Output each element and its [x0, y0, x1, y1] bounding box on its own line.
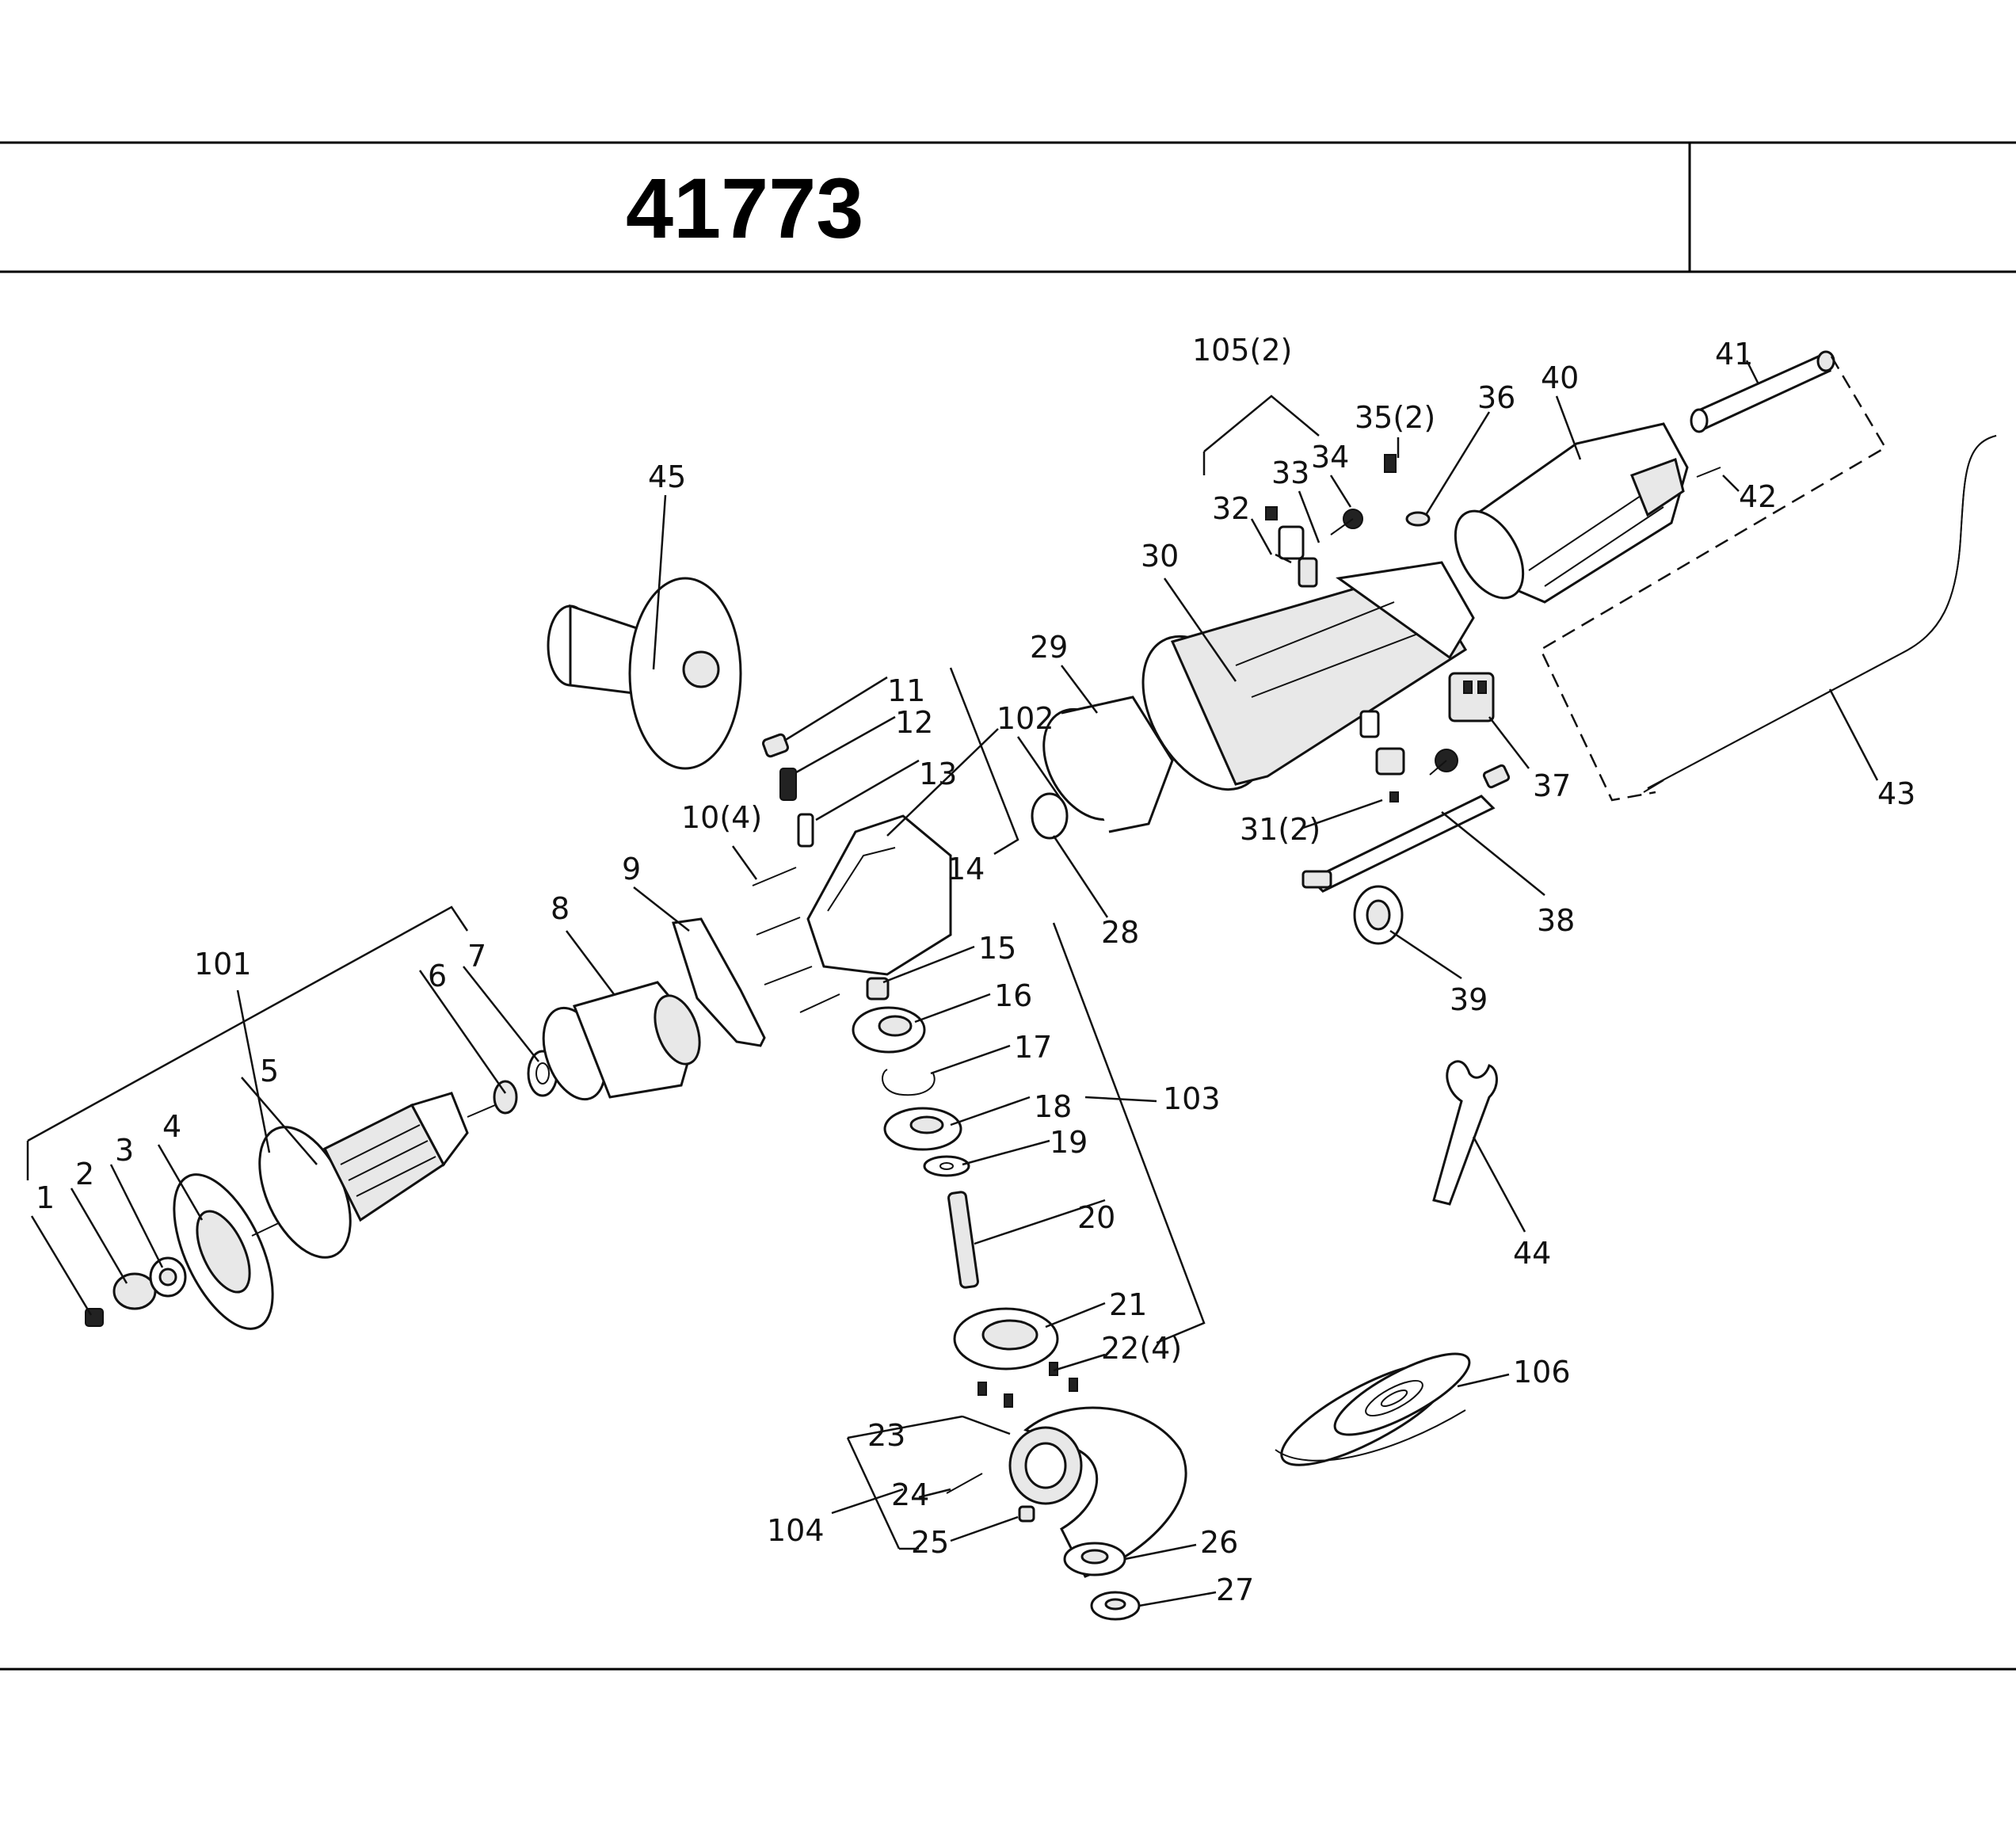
switch-parts	[1265, 454, 1511, 945]
title-block: 4 17 7 3	[0, 141, 2016, 1671]
callout-1: 1	[36, 1180, 55, 1215]
power-cord	[1643, 435, 1997, 793]
callout-21: 21	[1109, 1287, 1147, 1322]
wheel-guard-assembly	[946, 1406, 1187, 1621]
callout-16: 16	[994, 978, 1032, 1013]
callout-38: 38	[1537, 903, 1575, 938]
callout-102: 102	[997, 701, 1054, 736]
callout-22-4: 22(4)	[1101, 1331, 1182, 1366]
callout-13: 13	[919, 757, 957, 791]
callout-33: 33	[1271, 456, 1309, 490]
screw-42	[1696, 467, 1721, 478]
cord-guard	[1690, 350, 1835, 433]
callout-25: 25	[911, 1525, 949, 1560]
armature-end-parts	[85, 1173, 274, 1330]
callout-5: 5	[260, 1054, 279, 1088]
callout-4: 4	[162, 1109, 181, 1144]
stator	[542, 981, 701, 1101]
callout-43: 43	[1877, 776, 1915, 811]
assembly-guide-lines	[1539, 356, 1887, 802]
callout-11: 11	[887, 673, 925, 708]
fan-cover	[1042, 696, 1174, 833]
callout-106: 106	[1513, 1355, 1571, 1390]
callout-8: 8	[551, 891, 570, 926]
callout-42: 42	[1739, 479, 1777, 514]
motor-housing	[1141, 561, 1475, 791]
callout-10-4: 10(4)	[681, 800, 762, 835]
callout-19: 19	[1050, 1125, 1088, 1160]
callout-15: 15	[978, 931, 1016, 966]
callout-30: 30	[1141, 539, 1179, 574]
callout-17: 17	[1014, 1030, 1052, 1065]
parts-drawing	[85, 350, 1997, 1621]
callout-9: 9	[622, 852, 641, 886]
callout-101: 101	[194, 947, 252, 982]
callout-104: 104	[767, 1513, 825, 1548]
callout-45: 45	[648, 459, 686, 494]
callout-14: 14	[947, 852, 985, 886]
bearing-6	[493, 1080, 518, 1115]
side-handle	[547, 577, 742, 770]
callout-6: 6	[428, 959, 447, 993]
callout-12: 12	[895, 705, 933, 740]
callout-39: 39	[1450, 982, 1488, 1017]
spindle-assembly	[852, 977, 1078, 1408]
callout-20: 20	[1077, 1200, 1115, 1235]
callout-36: 36	[1477, 380, 1515, 415]
grinding-disc	[1275, 1352, 1471, 1466]
callout-105-2: 105(2)	[1192, 333, 1292, 368]
gasket	[672, 917, 766, 1047]
callout-31-2: 31(2)	[1240, 812, 1320, 847]
callout-18: 18	[1034, 1089, 1072, 1124]
callout-103: 103	[1163, 1081, 1221, 1116]
leader-lines	[26, 360, 1879, 1607]
spanner	[1432, 1060, 1498, 1206]
callout-23: 23	[867, 1418, 905, 1453]
screws-10	[752, 867, 840, 1013]
gear-housing	[761, 733, 952, 976]
callout-26: 26	[1200, 1525, 1238, 1560]
callout-27: 27	[1216, 1572, 1254, 1607]
callout-24: 24	[891, 1477, 929, 1512]
model-number: 41773	[626, 160, 863, 256]
callout-3: 3	[115, 1133, 134, 1168]
callout-labels: 1 2 3 4 5 6 7 8 9 10(4) 11 12 13 14 15 1…	[36, 333, 1915, 1607]
callout-44: 44	[1513, 1236, 1551, 1271]
rear-handle	[1454, 422, 1689, 604]
callout-7: 7	[467, 939, 486, 974]
callout-28: 28	[1101, 915, 1139, 950]
bearing-28	[1031, 792, 1069, 840]
callout-29: 29	[1030, 630, 1068, 665]
callout-34: 34	[1311, 440, 1349, 475]
callout-32: 32	[1212, 491, 1250, 526]
callout-37: 37	[1533, 768, 1571, 803]
armature	[251, 1092, 496, 1259]
callout-40: 40	[1541, 360, 1579, 395]
callout-2: 2	[75, 1157, 94, 1191]
callout-35-2: 35(2)	[1355, 400, 1435, 435]
callout-41: 41	[1715, 337, 1753, 372]
